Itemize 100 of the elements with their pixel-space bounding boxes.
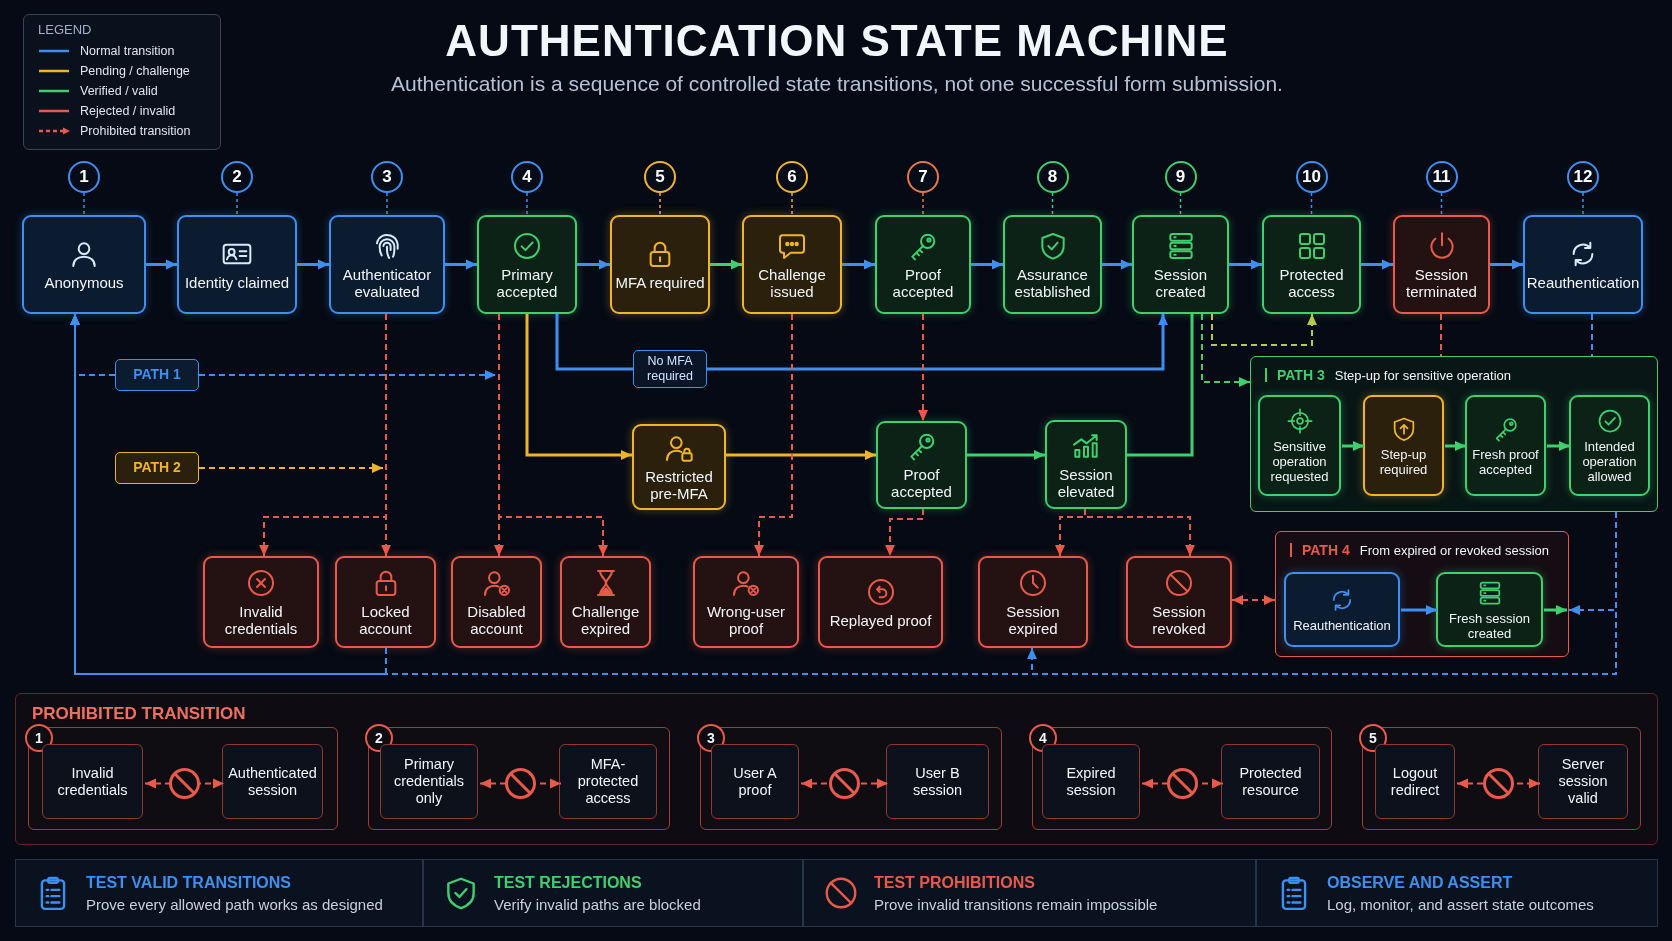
step-number: 2 xyxy=(221,161,253,193)
state-box xyxy=(693,556,799,648)
state-box xyxy=(1284,572,1400,647)
connector-line xyxy=(1591,313,1593,357)
rule-card xyxy=(28,727,338,830)
state-label: Identity claimed xyxy=(184,274,290,291)
arrow xyxy=(1361,259,1393,270)
dashed-arrow xyxy=(144,778,225,789)
subtitle: Authentication is a sequence of controlled state transitions, not one successful form submission. xyxy=(390,72,1284,96)
arrow xyxy=(1401,605,1437,615)
state-label: Proof accepted xyxy=(891,265,955,300)
card-description: Prove every allowed path works as designed xyxy=(86,895,383,913)
state-box xyxy=(335,556,436,648)
state-box xyxy=(1126,556,1232,648)
connector-line xyxy=(1440,313,1442,357)
dashed-arrow xyxy=(70,313,387,675)
arrow xyxy=(1547,441,1570,451)
step-number: 8 xyxy=(1036,161,1069,193)
state-label: Sensitive operation requested xyxy=(1269,439,1330,484)
step-number: 10 xyxy=(1295,161,1328,193)
state-box: MFA-protected access xyxy=(559,744,657,819)
arrow xyxy=(1490,259,1523,270)
state-label: Session terminated xyxy=(1405,265,1478,300)
dashed-arrow xyxy=(479,778,562,789)
arrow xyxy=(297,259,329,270)
dashed-arrow xyxy=(198,370,497,380)
arrow xyxy=(842,259,875,270)
path-title: PATH 3 xyxy=(1277,367,1325,383)
path-panel xyxy=(1275,531,1569,657)
section-title: PROHIBITED TRANSITION xyxy=(32,704,246,724)
summary-card xyxy=(15,859,423,927)
legend-label: Prohibited transition xyxy=(80,123,191,140)
state-label: Primary accepted xyxy=(495,265,559,300)
card-description: Log, monitor, and assert state outcomes xyxy=(1327,895,1594,913)
state-box: User A proof xyxy=(711,744,799,819)
state-box xyxy=(1363,395,1444,496)
summary-card xyxy=(423,859,803,927)
state-box: Authenticated session xyxy=(222,744,323,819)
arrow xyxy=(1102,259,1132,270)
state-label: Challenge expired xyxy=(570,603,641,637)
legend-label: Verified / valid xyxy=(80,83,158,100)
state-label: Reauthentication xyxy=(1293,618,1391,633)
state-box: Invalid credentials xyxy=(42,744,143,819)
rule-card xyxy=(1032,727,1332,830)
card-title: TEST PROHIBITIONS xyxy=(874,873,1036,892)
legend-label: Rejected / invalid xyxy=(80,103,176,120)
number-badge: 1 xyxy=(25,724,53,752)
step-number: 4 xyxy=(511,161,543,193)
state-box xyxy=(1569,395,1650,496)
state-label: Fresh session created xyxy=(1448,610,1531,641)
step-number: 3 xyxy=(371,161,403,193)
state-label: Session revoked xyxy=(1151,603,1207,637)
path-description: From expired or revoked session xyxy=(1359,542,1550,558)
arrow xyxy=(1544,605,1567,615)
dashed-arrow xyxy=(1141,778,1224,789)
state-label: Session expired xyxy=(1005,603,1061,637)
rule-card xyxy=(700,727,1002,830)
dashed-arrow xyxy=(1084,508,1195,557)
number-badge: 5 xyxy=(1359,724,1387,752)
state-label: Reauthentication xyxy=(1526,274,1640,291)
arrow xyxy=(967,450,1045,460)
rule-card xyxy=(368,727,670,830)
rule-card xyxy=(1362,727,1641,830)
state-label: Fresh proof accepted xyxy=(1471,446,1540,477)
arrow xyxy=(445,259,477,270)
state-label: Restricted pre-MFA xyxy=(644,468,714,502)
path-panel xyxy=(1250,356,1658,512)
state-label: Locked account xyxy=(358,603,413,637)
state-label: Invalid credentials xyxy=(223,603,299,637)
step-number: 5 xyxy=(644,161,676,193)
arrow xyxy=(525,314,632,460)
state-label: Assurance established xyxy=(1013,265,1092,300)
state-box: Logout redirect xyxy=(1375,744,1455,819)
state-box xyxy=(560,556,651,648)
dashed-arrow xyxy=(1231,595,1276,605)
state-box: Protected resource xyxy=(1221,744,1320,819)
arrow xyxy=(577,259,610,270)
state-label: Session elevated xyxy=(1056,465,1116,500)
state-label: Anonymous xyxy=(44,274,124,291)
dashed-arrow xyxy=(1211,313,1317,346)
state-label: MFA required xyxy=(615,274,705,291)
step-number: 9 xyxy=(1164,161,1197,193)
state-label: Intended operation allowed xyxy=(1581,439,1638,484)
connector-line xyxy=(1127,314,1194,457)
step-number: 6 xyxy=(776,161,808,193)
summary-card xyxy=(803,859,1256,927)
state-box: Primary credentials only xyxy=(380,744,478,819)
legend-label: Pending / challenge xyxy=(80,63,190,80)
path-description: Step-up for sensitive operation xyxy=(1334,367,1512,383)
state-box: Server session valid xyxy=(1538,744,1628,819)
summary-card xyxy=(1256,859,1658,927)
dashed-arrow xyxy=(885,508,924,557)
step-number: 1 xyxy=(68,161,100,193)
arrow xyxy=(1445,441,1466,451)
arrow xyxy=(146,259,177,270)
card-description: Prove invalid transitions remain impossible xyxy=(874,895,1158,913)
state-box xyxy=(818,556,943,648)
legend-heading: LEGEND xyxy=(38,22,92,37)
dashed-arrow xyxy=(198,463,384,473)
prohibited-panel xyxy=(15,693,1658,845)
